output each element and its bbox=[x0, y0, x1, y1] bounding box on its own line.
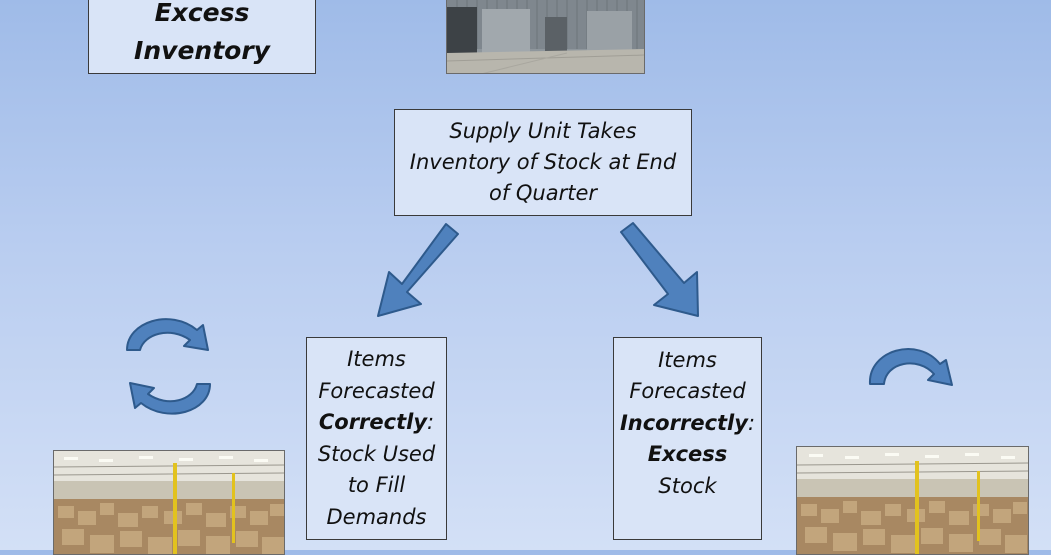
arrow-down-left bbox=[377, 223, 459, 317]
left-box-line-4: Stock Used bbox=[317, 441, 436, 466]
supply-unit-inventory-box: Supply Unit Takes Inventory of Stock at … bbox=[394, 109, 692, 216]
left-colon: : bbox=[427, 410, 435, 434]
left-box-line-6: Demands bbox=[326, 504, 427, 529]
arrow-down-right bbox=[620, 222, 699, 317]
forecasted-correctly-box: Items Forecasted Correctly: Stock Used t… bbox=[306, 337, 447, 540]
excess-text: Excess bbox=[647, 442, 728, 467]
title-line-2: Inventory bbox=[134, 36, 270, 65]
cycle-refresh-icon bbox=[126, 318, 211, 415]
right-box-line-1: Items bbox=[658, 347, 717, 372]
top-box-line-3: of Quarter bbox=[488, 181, 598, 205]
right-colon: : bbox=[747, 410, 756, 435]
left-box-line-5: to Fill bbox=[347, 473, 406, 497]
left-box-line-2: Forecasted bbox=[318, 378, 435, 403]
right-box-line-3: Incorrectly: bbox=[620, 408, 755, 440]
warehouse-interior-photo-right bbox=[796, 446, 1029, 555]
right-box-line-5: Stock bbox=[658, 473, 717, 498]
left-box-line-3: Correctly: bbox=[318, 407, 435, 439]
top-box-line-2: Inventory of Stock at End bbox=[409, 150, 677, 174]
correctly-text: Correctly bbox=[318, 410, 428, 434]
warehouse-interior-photo-left bbox=[53, 450, 285, 555]
forecasted-incorrectly-box: Items Forecasted Incorrectly: Excess Sto… bbox=[613, 337, 762, 540]
right-box-line-2: Forecasted bbox=[629, 379, 746, 404]
incorrectly-text: Incorrectly bbox=[619, 410, 748, 435]
curved-arrow-icon bbox=[868, 348, 953, 386]
top-box-line-1: Supply Unit Takes bbox=[449, 119, 637, 143]
warehouse-building-photo bbox=[446, 0, 645, 74]
title-line-1: Excess bbox=[154, 0, 250, 27]
left-box-line-1: Items bbox=[347, 347, 406, 371]
title-box: Excess Inventory bbox=[88, 0, 316, 74]
